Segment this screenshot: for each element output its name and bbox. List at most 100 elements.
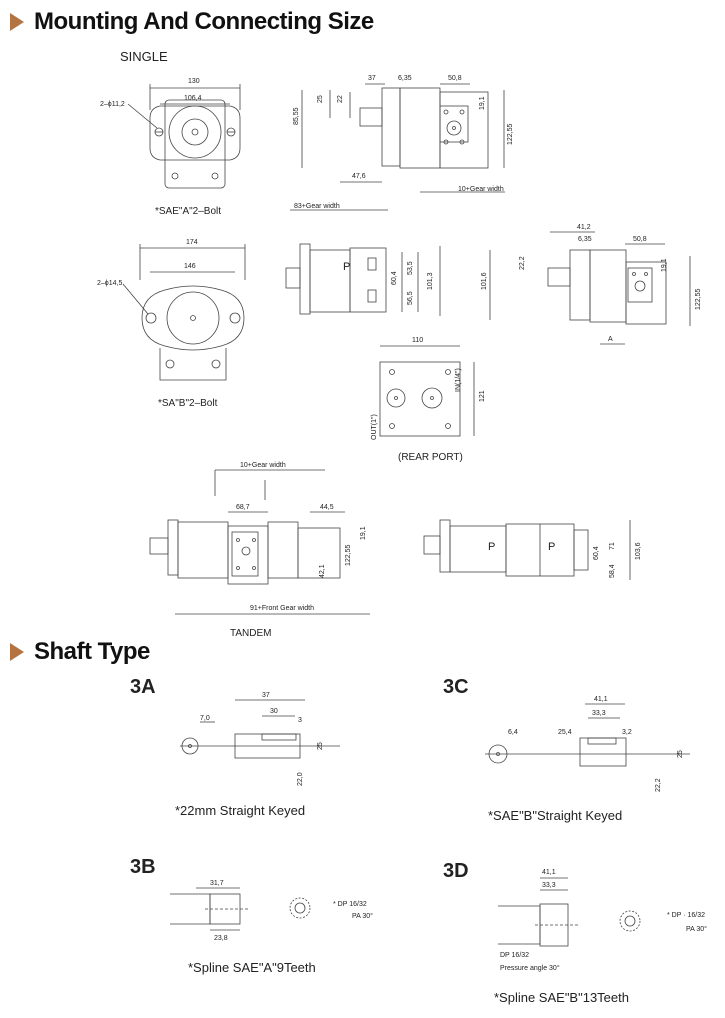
dim-12255t: 122,55: [345, 544, 352, 566]
shaft-3b-caption: *Spline SAE"A"9Teeth: [188, 960, 316, 975]
dim-191t: 19,1: [360, 526, 367, 540]
dim-635b: 6,35: [578, 236, 592, 243]
sa-b-front-view: 174 146 2–ϕ14,5 *SA"B"2–Bolt: [97, 239, 246, 409]
shaft-d-dp2: DP 16/32: [500, 952, 529, 959]
shaft-b-238: 23,8: [214, 935, 228, 942]
a-label: A: [608, 336, 613, 343]
sa-b-side-view: P 60,4 53,5 56,5 101,3: [285, 243, 441, 316]
dim-421: 42,1: [319, 564, 326, 578]
shaft-3a-caption: *22mm Straight Keyed: [175, 803, 306, 818]
single-side-view: 37 6,35 50,8 85,55 25 22 19,1 122,55 47,…: [290, 75, 514, 211]
dim-106: 106,4: [184, 95, 202, 102]
tandem-view: 10+Gear width 68,7 44,5 19,1 122,55 42,1…: [149, 462, 370, 639]
dim-604t: 60,4: [593, 546, 600, 560]
shaft-c-32: 3,2: [622, 729, 632, 736]
gear91-label: 91+Front Gear width: [250, 605, 314, 612]
shaft-3b-code: 3B: [130, 856, 156, 878]
rear-port-view: 110 IN(1/4") OUT(1") 121 (REAR PORT): [371, 337, 486, 463]
sa-b-right-view: 41,2 6,35 50,8 22,2 101,6 19,1 122,55 A: [481, 224, 702, 345]
single-label: SINGLE: [120, 49, 168, 64]
section-arrow-icon: [10, 643, 24, 661]
shaft-b-pa: PA 30°: [352, 912, 373, 920]
shaft-3d-drawing: 41,1 33,3 * DP · 16/32 PA 30° DP 16/32 P…: [498, 869, 707, 972]
shaft-a-25: 25: [317, 742, 324, 750]
p-label-2: P: [548, 541, 555, 553]
dim-476: 47,6: [352, 173, 366, 180]
dim-146: 146: [184, 263, 196, 270]
dim-191: 19,1: [479, 96, 486, 110]
dim-25: 25: [317, 95, 324, 103]
shaft-3c-caption: *SAE"B"Straight Keyed: [488, 808, 623, 823]
shaft-3d-code: 3D: [443, 860, 469, 882]
shaft-a-3: 3: [298, 717, 302, 724]
dim-508: 50,8: [448, 75, 462, 82]
shaft-c-222: 22,2: [655, 778, 662, 792]
shaft-a-220: 22,0: [297, 772, 304, 786]
bolt-b-label: 2–ϕ14,5: [97, 280, 122, 287]
mounting-section-header: Mounting And Connecting Size: [10, 8, 374, 36]
shaft-c-333: 33,3: [592, 710, 606, 717]
shaft-c-254: 25,4: [558, 729, 572, 736]
dim-130: 130: [188, 78, 200, 85]
sa-b-caption: *SA"B"2–Bolt: [158, 398, 218, 409]
tandem-side-view: P P 60,4 71 58,4 103,6: [423, 519, 642, 580]
dim-535: 53,5: [407, 261, 414, 275]
dim-1013: 101,3: [427, 272, 434, 290]
shaft-d-pa: PA 30°: [686, 925, 707, 933]
dim-110: 110: [412, 337, 423, 344]
shaft-3a-code: 3A: [130, 676, 156, 698]
gear10-label: 10+Gear width: [458, 186, 504, 193]
section-arrow-icon: [10, 13, 24, 31]
bolt-a-label: 2–ϕ11,2: [100, 101, 125, 108]
dim-687: 68,7: [236, 504, 250, 511]
tandem-caption: TANDEM: [230, 628, 271, 639]
p-label: P: [343, 261, 350, 273]
mounting-title: Mounting And Connecting Size: [34, 8, 374, 35]
dim-191b: 19,1: [661, 258, 668, 272]
dim-12255b: 122,55: [695, 288, 702, 310]
dim-1016: 101,6: [481, 272, 488, 290]
shaft-c-64: 6,4: [508, 729, 518, 736]
shaft-section-header: Shaft Type: [10, 638, 150, 666]
dim-1036: 103,6: [635, 542, 642, 560]
sae-a-caption: *SAE"A"2–Bolt: [155, 206, 221, 217]
dim-604: 60,4: [391, 271, 398, 285]
shaft-title: Shaft Type: [34, 638, 150, 665]
dim-37: 37: [368, 75, 376, 82]
dim-12255: 122,55: [507, 123, 514, 145]
shaft-a-37: 37: [262, 692, 270, 699]
shaft-d-pa2: Pressure angle 30°: [500, 964, 560, 972]
shaft-3c-code: 3C: [443, 676, 469, 698]
shaft-3a-drawing: 7,0 37 30 3 25 22,0: [180, 692, 340, 786]
dim-174: 174: [186, 239, 198, 246]
out-label: OUT(1"): [371, 414, 378, 440]
shaft-d-333: 33,3: [542, 882, 556, 889]
dim-121: 121: [479, 390, 486, 402]
shaft-a-70: 7,0: [200, 715, 210, 722]
shaft-3d-caption: *Spline SAE"B"13Teeth: [494, 990, 629, 1005]
in-label: IN(1/4"): [455, 368, 462, 392]
shaft-b-317: 31,7: [210, 880, 224, 887]
dim-22: 22: [337, 95, 344, 103]
shaft-c-25: 25: [677, 750, 684, 758]
dim-635: 6,35: [398, 75, 412, 82]
dim-412: 41,2: [577, 224, 591, 231]
p-label-1: P: [488, 541, 495, 553]
dim-565: 56,5: [407, 291, 414, 305]
shaft-d-411: 41,1: [542, 869, 556, 876]
single-sae-a-front-view: SINGLE 130 106,4 2–ϕ11,2 *SAE"A"2–Bolt: [100, 49, 241, 217]
dim-445: 44,5: [320, 504, 334, 511]
gear83-label: 83+Gear width: [294, 203, 340, 210]
dim-71: 71: [609, 542, 616, 550]
shaft-3b-drawing: 31,7 23,8 * DP 16/32 PA 30°: [170, 880, 373, 942]
dim-8555: 85,55: [293, 107, 300, 125]
shaft-a-30: 30: [270, 708, 278, 715]
shaft-d-dp: * DP · 16/32: [667, 912, 705, 919]
dim-584: 58,4: [609, 564, 616, 578]
rear-port-caption: (REAR PORT): [398, 452, 463, 463]
dim-508b: 50,8: [633, 236, 647, 243]
shaft-b-dp: * DP 16/32: [333, 901, 367, 908]
shaft-3c-drawing: 6,4 41,1 33,3 25,4 3,2 25 22,2: [485, 696, 690, 792]
shaft-c-411: 41,1: [594, 696, 608, 703]
